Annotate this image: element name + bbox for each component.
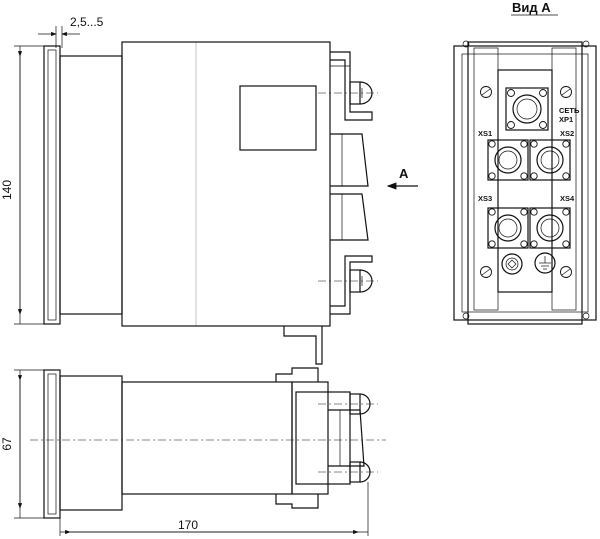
fuse-holder-icon bbox=[501, 253, 523, 275]
ground-icon bbox=[534, 252, 556, 274]
view-a: Вид А СЕТЬ ХР1 bbox=[453, 0, 597, 325]
dim-depth-label: 67 bbox=[0, 437, 14, 451]
dim-length-label: 170 bbox=[178, 518, 198, 532]
connector-xs4-label: XS4 bbox=[560, 194, 575, 203]
top-view: 67 170 bbox=[0, 367, 386, 536]
connector-xs3-label: XS3 bbox=[478, 194, 492, 203]
view-arrow-label: А bbox=[399, 166, 409, 181]
dim-thickness-label: 2,5...5 bbox=[70, 15, 104, 29]
connector-xs1 bbox=[487, 139, 529, 181]
connector-xs2 bbox=[529, 139, 571, 181]
connector-xs4 bbox=[529, 207, 571, 249]
connector-xs3 bbox=[487, 207, 529, 249]
view-title: Вид А bbox=[512, 0, 551, 15]
front-view: 140 2,5...5 А bbox=[0, 15, 418, 365]
connector-xp1 bbox=[505, 87, 549, 131]
connector-power-label: СЕТЬ bbox=[559, 106, 580, 115]
connector-xp1-label: ХР1 bbox=[559, 115, 573, 124]
connector-xs2-label: XS2 bbox=[560, 129, 574, 138]
connector-xs1-label: XS1 bbox=[478, 129, 492, 138]
dim-height-label: 140 bbox=[0, 180, 14, 200]
